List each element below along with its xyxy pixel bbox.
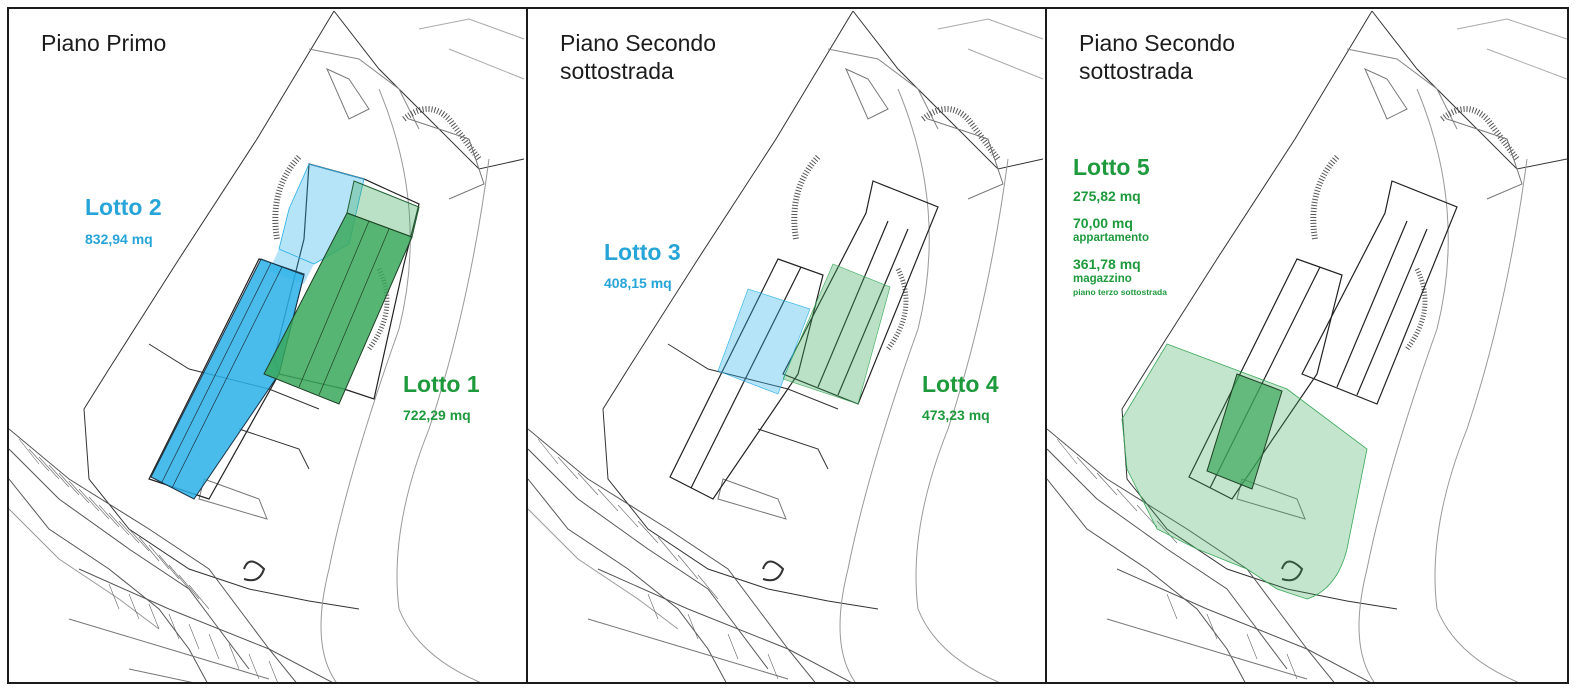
- title-line-2: sottostrada: [560, 58, 674, 84]
- lot-area: 722,29 mq: [403, 407, 471, 423]
- panel-title: Piano Primo: [41, 29, 166, 57]
- floor-plan-panel-2: Piano Secondo sottostrada Lotto 3 408,15…: [526, 7, 1047, 684]
- warehouse-label: magazzino: [1073, 273, 1132, 285]
- apartment-area: 70,00 mq: [1073, 215, 1133, 231]
- warehouse-floor: piano terzo sottostrada: [1073, 287, 1167, 297]
- site-plan-drawing: [9, 10, 525, 682]
- site-plan-drawing: [1047, 10, 1567, 682]
- title-line-1: Piano Secondo: [1079, 30, 1236, 56]
- title-line-2: sottostrada: [1079, 58, 1193, 84]
- lot-name: Lotto 1: [403, 371, 480, 397]
- lot-area: 408,15 mq: [604, 275, 672, 291]
- lot-name: Lotto 2: [85, 194, 162, 220]
- warehouse-area: 361,78 mq: [1073, 256, 1141, 272]
- lot-area: 275,82 mq: [1073, 188, 1141, 204]
- lot-name: Lotto 4: [922, 371, 999, 397]
- panel-title: Piano Secondo sottostrada: [560, 29, 716, 85]
- floor-plan-panel-1: Piano Primo Lotto 2 832,94 mq Lotto 1 72…: [7, 7, 528, 684]
- lot-name: Lotto 5: [1073, 154, 1150, 180]
- title-line-1: Piano Primo: [41, 30, 167, 56]
- lot-area: 832,94 mq: [85, 231, 153, 247]
- floor-plan-panel-3: Piano Secondo sottostrada Lotto 5 275,82…: [1045, 7, 1569, 684]
- panel-title: Piano Secondo sottostrada: [1079, 29, 1235, 85]
- title-line-1: Piano Secondo: [560, 30, 717, 56]
- lot-name: Lotto 3: [604, 239, 681, 265]
- site-plan-drawing: [528, 10, 1044, 682]
- lot-area: 473,23 mq: [922, 407, 990, 423]
- apartment-label: appartamento: [1073, 232, 1150, 244]
